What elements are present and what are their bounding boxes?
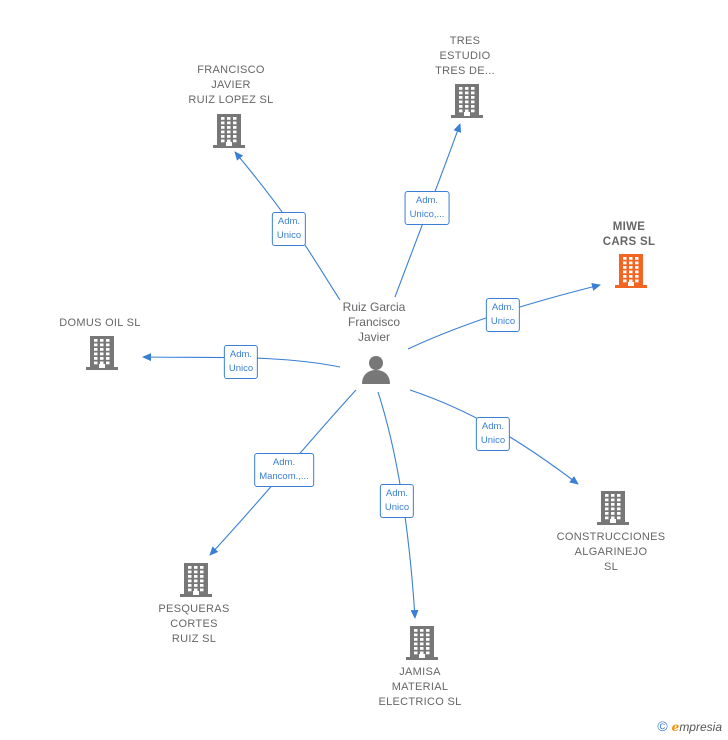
edge-label-pesqueras[interactable]: Adm. Mancom.,...: [254, 453, 314, 487]
copyright-icon: ©: [657, 718, 668, 734]
company-label-francisco-javier[interactable]: FRANCISCO JAVIER RUIZ LOPEZ SL: [188, 64, 274, 106]
company-label-pesqueras[interactable]: PESQUERAS CORTES RUIZ SL: [158, 603, 230, 645]
edge-label-francisco-javier[interactable]: Adm. Unico: [271, 212, 307, 246]
company-label-construcciones[interactable]: CONSTRUCCIONES ALGARINEJO SL: [556, 531, 666, 573]
person-icon[interactable]: [361, 354, 391, 389]
company-label-tres-estudio[interactable]: TRES ESTUDIO TRES DE...: [435, 35, 495, 77]
building-icon[interactable]: [213, 114, 245, 153]
edge-label-tres-estudio[interactable]: Adm. Unico,...: [404, 191, 450, 225]
building-icon[interactable]: [180, 563, 212, 602]
building-icon[interactable]: [86, 336, 118, 375]
brand-name: mpresia: [679, 720, 722, 734]
edge-label-construcciones[interactable]: Adm. Unico: [475, 417, 511, 451]
building-icon[interactable]: [451, 84, 483, 123]
edge-label-domus-oil[interactable]: Adm. Unico: [223, 345, 259, 379]
building-icon[interactable]: [406, 626, 438, 665]
edge-label-jamisa[interactable]: Adm. Unico: [379, 484, 415, 518]
brand-logo: ©empresia: [657, 718, 722, 734]
company-label-miwe-cars[interactable]: MIWE CARS SL: [602, 221, 656, 248]
company-label-domus-oil[interactable]: DOMUS OIL SL: [59, 317, 141, 329]
brand-initial: e: [671, 720, 680, 734]
center-person-label: Ruiz Garcia Francisco Javier: [342, 300, 406, 344]
edge-label-miwe-cars[interactable]: Adm. Unico: [485, 298, 521, 332]
building-icon[interactable]: [597, 491, 629, 530]
building-icon[interactable]: [615, 254, 647, 293]
company-label-jamisa[interactable]: JAMISA MATERIAL ELECTRICO SL: [378, 666, 462, 708]
